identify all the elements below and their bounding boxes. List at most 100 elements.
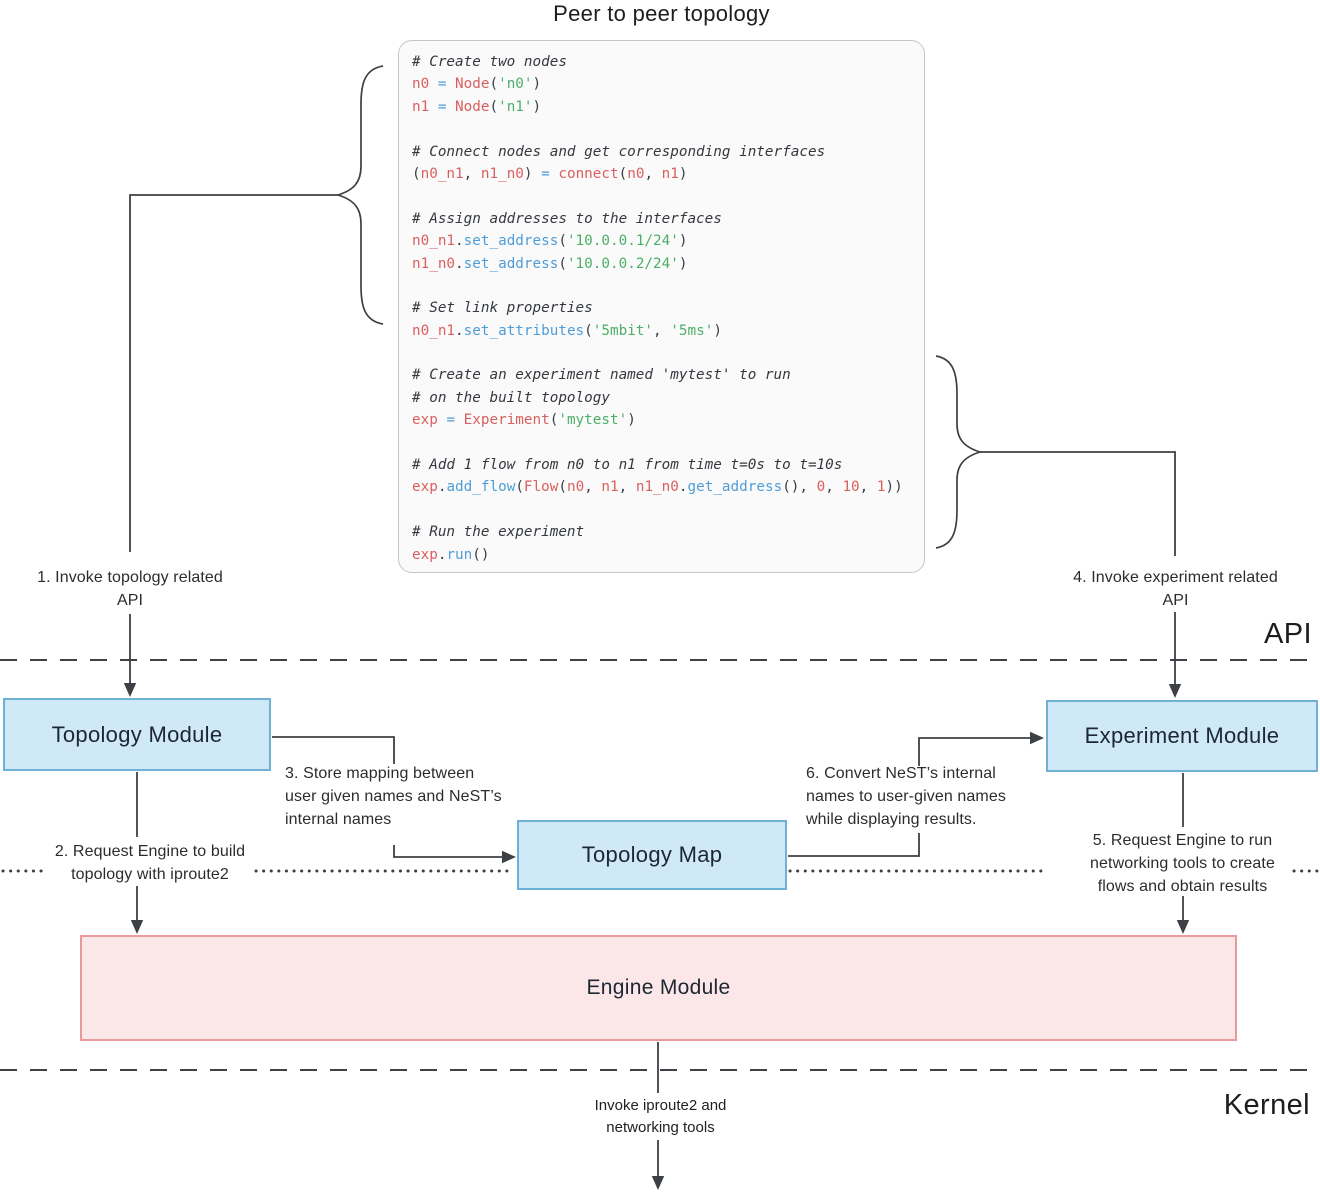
code-token-blue: set_attributes — [463, 322, 585, 339]
code-token-plain: . — [455, 322, 464, 339]
step2-label: 2. Request Engine to build topology with… — [54, 843, 246, 883]
code-token-red: n0 — [566, 479, 585, 496]
engine-module-box: Engine Module — [80, 935, 1237, 1041]
api-layer-label: API — [1264, 618, 1312, 650]
code-token-plain: , — [653, 322, 671, 339]
code-token-red: n1_n0 — [480, 165, 524, 182]
code-token-comment: # Set link properties — [412, 300, 593, 317]
arrowhead-icon — [502, 850, 516, 864]
topology-map-box: Topology Map — [517, 820, 787, 890]
right-brace — [935, 355, 983, 549]
brace-to-topology-line — [129, 194, 338, 552]
code-token-red: n0_n1 — [412, 233, 456, 250]
code-token-plain: ) — [532, 98, 542, 115]
code-token-red: n0 — [627, 165, 645, 182]
code-token-plain — [455, 412, 464, 428]
code-token-blue: set_address — [463, 255, 559, 272]
map-to-experiment-elbow — [788, 833, 920, 857]
code-token-red: n1_n0 — [635, 479, 679, 496]
code-token-blue: add_flow — [446, 479, 516, 496]
code-token-plain — [446, 76, 455, 92]
code-token-plain: . — [437, 546, 447, 563]
code-token-plain: ( — [489, 76, 499, 93]
code-line — [412, 432, 920, 454]
code-token-green: '5mbit' — [592, 322, 654, 339]
code-token-red: Experiment — [463, 412, 550, 429]
code-token-red: exp — [412, 546, 438, 563]
code-token-plain: ) — [627, 412, 636, 429]
code-token-red: 1 — [876, 479, 886, 496]
topology-to-map-elbow — [272, 736, 395, 764]
code-token-plain: , — [584, 479, 602, 496]
code-token-red: Node — [455, 76, 490, 93]
code-token-blue: get_address — [687, 479, 783, 496]
kernel-layer-label: Kernel — [1223, 1089, 1310, 1121]
code-token-comment: # on the built topology — [412, 389, 610, 406]
code-line — [412, 499, 920, 521]
code-line: n0_n1.set_address('10.0.0.1/24') — [412, 230, 920, 252]
topology-module-label: Topology Module — [51, 721, 223, 747]
code-token-red: n1 — [412, 98, 430, 115]
code-line: # Create an experiment named 'mytest' to… — [412, 364, 920, 386]
topology-map-label: Topology Map — [581, 842, 723, 867]
code-token-plain: () — [472, 546, 490, 563]
code-token-red: 0 — [816, 479, 826, 496]
code-token-plain: . — [455, 255, 464, 272]
code-token-plain: ) — [678, 255, 688, 272]
diagram-title: Peer to peer topology — [553, 1, 770, 26]
code-token-plain: ) — [713, 322, 722, 339]
code-token-plain: , — [618, 479, 636, 496]
code-token-plain: ( — [558, 233, 567, 250]
code-token-comment: # Assign addresses to the interfaces — [412, 210, 722, 227]
code-line: # Connect nodes and get corresponding in… — [412, 141, 920, 163]
code-token-plain: , — [825, 479, 843, 496]
code-token-plain: ( — [558, 479, 567, 496]
arrowhead-icon — [130, 920, 144, 934]
step1-label: 1. Invoke topology related API — [37, 569, 223, 609]
code-token-plain: . — [455, 233, 464, 250]
code-token-red: 10 — [842, 479, 860, 496]
code-token-red: exp — [412, 479, 438, 496]
code-token-plain: , — [859, 479, 877, 496]
code-token-red: n1_n0 — [412, 255, 456, 272]
code-token-plain — [446, 99, 455, 115]
code-line: # Assign addresses to the interfaces — [412, 208, 920, 230]
code-token-red: n0_n1 — [420, 165, 464, 182]
arrow-into-topology-map — [393, 845, 502, 858]
code-token-plain: ( — [412, 165, 421, 182]
code-token-green: 'n0' — [498, 76, 533, 93]
code-token-green: 'n1' — [498, 98, 533, 115]
brace-to-experiment-line — [980, 451, 1176, 556]
code-line — [412, 118, 920, 140]
code-line — [412, 185, 920, 207]
code-token-green: '10.0.0.1/24' — [566, 233, 679, 250]
code-line: exp = Experiment('mytest') — [412, 409, 920, 431]
engine-module-label: Engine Module — [586, 976, 731, 999]
code-line: # Run the experiment — [412, 521, 920, 543]
left-brace — [335, 65, 384, 325]
experiment-module-box: Experiment Module — [1046, 700, 1318, 772]
code-token-blue: run — [446, 546, 473, 563]
code-token-plain — [429, 76, 438, 92]
code-line: # Set link properties — [412, 297, 920, 319]
code-token-red: n0 — [412, 76, 430, 93]
code-token-blue: = — [437, 98, 447, 115]
step5-label: 5. Request Engine to run networking tool… — [1090, 832, 1275, 895]
code-token-red: connect — [558, 165, 619, 182]
code-token-plain: ( — [558, 255, 567, 272]
invoke-tools-label: Invoke iproute2 and networking tools — [594, 1097, 727, 1136]
code-line: n0_n1.set_attributes('5mbit', '5ms') — [412, 320, 920, 342]
code-line: (n0_n1, n1_n0) = connect(n0, n1) — [412, 163, 920, 185]
code-token-blue: = — [446, 412, 456, 429]
step6-label: 6. Convert NeST’s internal names to user… — [806, 765, 1006, 828]
code-token-red: Node — [455, 98, 490, 115]
code-token-plain: ( — [618, 165, 628, 182]
arrowhead-icon — [1030, 731, 1044, 745]
step4-label: 4. Invoke experiment related API — [1073, 569, 1278, 609]
code-token-plain: ( — [584, 322, 593, 339]
code-token-plain: )) — [885, 479, 903, 496]
code-token-plain: ) — [678, 233, 688, 250]
code-token-comment: # Add 1 flow from n0 to n1 from time t=0… — [412, 457, 843, 474]
code-token-plain: . — [437, 479, 447, 496]
